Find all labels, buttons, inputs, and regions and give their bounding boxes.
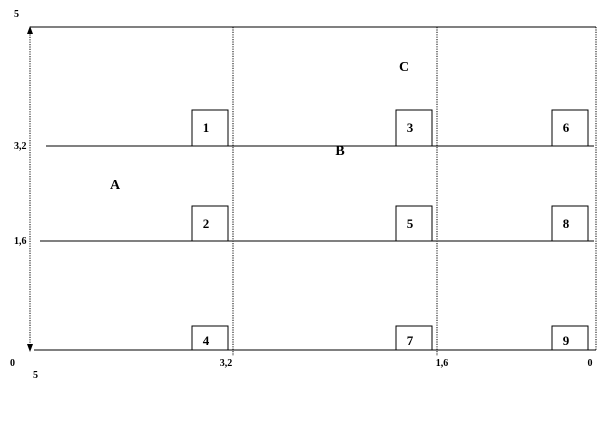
bottom-axis-label-3: 0 (588, 358, 593, 369)
box-5-label: 5 (407, 216, 414, 231)
box-4: 4 (191, 325, 229, 351)
box-3-label: 3 (407, 120, 414, 135)
zone-label-b: B (335, 144, 344, 159)
zone-label-a: A (110, 178, 121, 193)
bottom-axis-label-2: 1,6 (436, 358, 449, 369)
left-axis-arrow-down-icon (27, 344, 33, 352)
box-7: 7 (395, 325, 433, 351)
left-axis-label-top: 5 (14, 9, 19, 20)
box-2: 2 (191, 205, 229, 242)
left-axis-arrow-up-icon (27, 26, 33, 34)
box-6-label: 6 (563, 120, 570, 135)
box-9: 9 (551, 325, 589, 351)
box-1: 1 (191, 109, 229, 147)
box-9-label: 9 (563, 333, 570, 348)
box-1-label: 1 (203, 120, 210, 135)
zone-label-c: C (399, 60, 409, 75)
box-3: 3 (395, 109, 433, 147)
left-axis-label-mid: 3,2 (14, 141, 27, 152)
box-4-label: 4 (203, 333, 210, 348)
box-8-label: 8 (563, 216, 570, 231)
bottom-axis-label-1: 3,2 (220, 358, 233, 369)
box-8: 8 (551, 205, 589, 242)
box-5: 5 (395, 205, 433, 242)
left-axis-label-low: 1,6 (14, 236, 27, 247)
box-7-label: 7 (407, 333, 414, 348)
left-axis-label-bottom: 0 (10, 358, 15, 369)
box-2-label: 2 (203, 216, 210, 231)
left-axis-label-bottom-sub: 5 (33, 370, 38, 381)
box-6: 6 (551, 109, 589, 147)
